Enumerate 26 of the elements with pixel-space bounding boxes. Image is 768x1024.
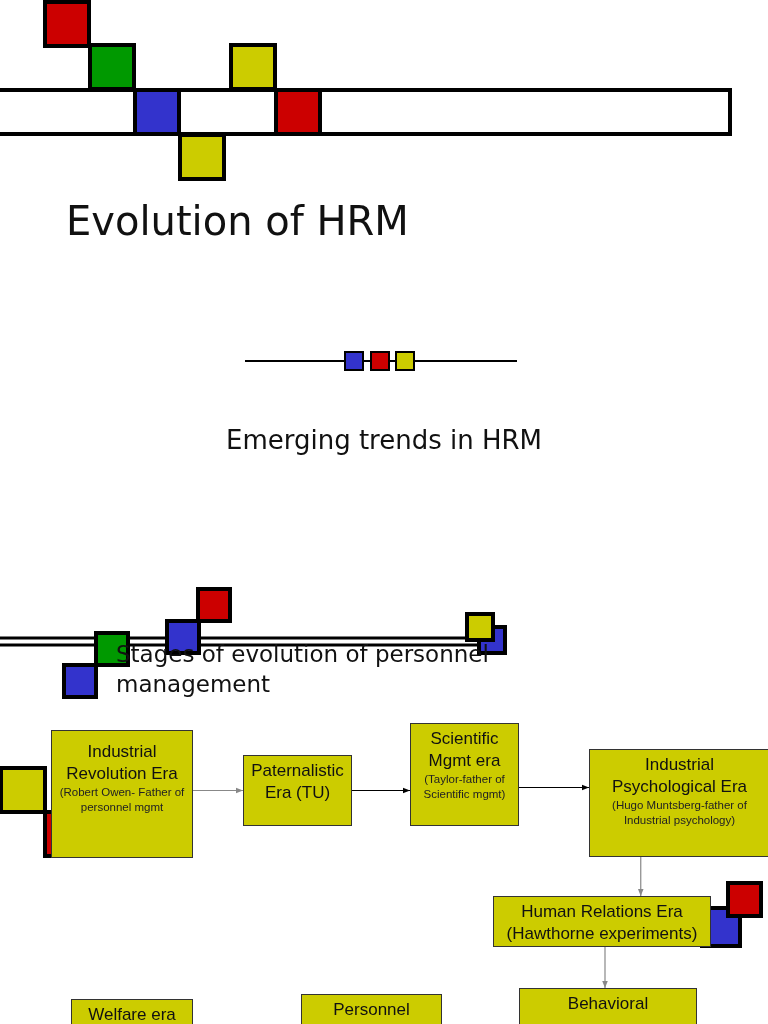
era-name: Welfare era [88, 1004, 176, 1024]
era-box [410, 723, 519, 826]
slide-title: Evolution of HRM [66, 198, 409, 244]
era-note: (Taylor-father of Scientific mgmt) [422, 772, 507, 803]
era-name: Human Relations Era (Hawthorne experiments) [505, 901, 699, 946]
arrow [518, 784, 590, 791]
era-box [51, 730, 193, 858]
era-name: Scientific Mgmt era [427, 728, 502, 773]
arrow [192, 787, 244, 794]
era-name: Industrial Revolution Era [65, 741, 179, 786]
era-name: Behavioral [567, 993, 649, 1015]
era-note: (Robert Owen- Father of personnel mgmt [58, 785, 186, 816]
era-box [301, 994, 442, 1024]
era-note: (Hugo Muntsberg-father of Industrial psychology) [611, 798, 748, 829]
era-box [243, 755, 352, 826]
arrow [602, 946, 608, 989]
era-box [71, 999, 193, 1024]
era-box [519, 988, 697, 1024]
era-box [493, 896, 711, 947]
subtitle: Emerging trends in HRM [224, 424, 544, 457]
era-name: Paternalistic Era (TU) [250, 760, 345, 805]
era-box [589, 749, 768, 857]
era-name: Industrial Psychological Era [610, 754, 749, 799]
arrow [637, 856, 644, 897]
era-name: Personnel [333, 999, 410, 1021]
arrow [351, 787, 411, 794]
